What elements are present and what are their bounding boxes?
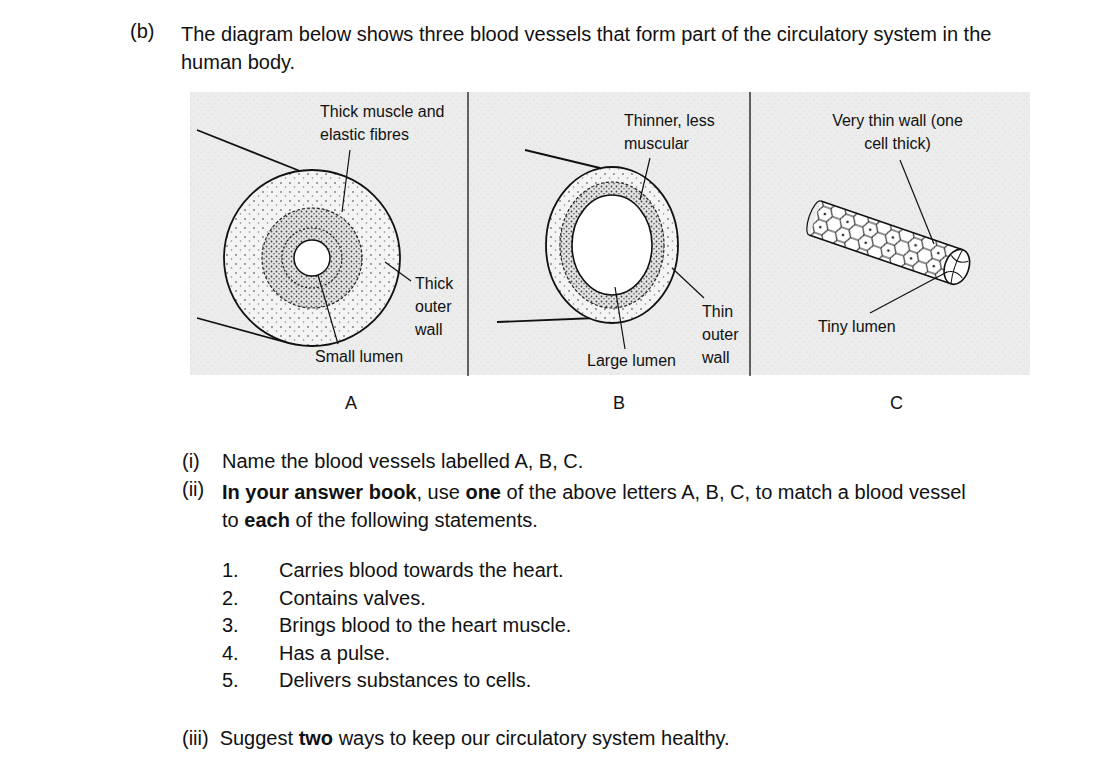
question-text: The diagram below shows three blood vess…: [181, 20, 1041, 76]
text-run: of the following statements.: [295, 509, 537, 531]
statement-number: 3.: [222, 614, 239, 637]
statement: Carries blood towards the heart.: [279, 559, 564, 582]
bold-text: each: [244, 509, 290, 531]
statement: Has a pulse.: [279, 642, 390, 665]
sub-question-number: (i): [182, 450, 200, 473]
statement: Brings blood to the heart muscle.: [279, 614, 571, 637]
text-run: (iii): [182, 727, 209, 749]
question-text: (iii) Suggest two ways to keep our circulat…: [182, 724, 982, 752]
statement: Contains valves.: [279, 587, 426, 610]
statement-number: 4.: [222, 642, 239, 665]
part-label: Thin outer wall: [702, 300, 747, 369]
statement: Delivers substances to cells.: [279, 669, 531, 692]
bold-text: In your answer book: [222, 481, 416, 503]
bold-text: two: [299, 727, 333, 749]
sub-question-number: (ii): [182, 478, 204, 501]
text-run: ways to keep our circulatory system heal…: [339, 727, 730, 749]
part-label: Large lumen: [587, 352, 676, 370]
vessel-letter: C: [890, 393, 903, 414]
part-label: Thinner, less muscular: [624, 109, 739, 155]
question-text: Name the blood vessels labelled A, B, C.: [222, 450, 583, 473]
text-run: Suggest: [220, 727, 293, 749]
part-label: Small lumen: [315, 348, 403, 366]
question-number: (b): [130, 20, 154, 43]
vessel-letter: A: [345, 393, 357, 414]
question-text: In your answer book, useoneof the above …: [222, 478, 1012, 534]
vessel-letter: B: [613, 393, 625, 414]
statement-number: 2.: [222, 587, 239, 610]
text-run: , use: [416, 481, 459, 503]
part-label: Very thin wall (one cell thick): [830, 109, 965, 155]
part-label: Thick outer wall: [415, 272, 465, 341]
statement-number: 5.: [222, 669, 239, 692]
statement-number: 1.: [222, 559, 239, 582]
bold-text: one: [465, 481, 501, 503]
part-label: Thick muscle and elastic fibres: [320, 100, 470, 146]
part-label: Tiny lumen: [818, 318, 896, 336]
